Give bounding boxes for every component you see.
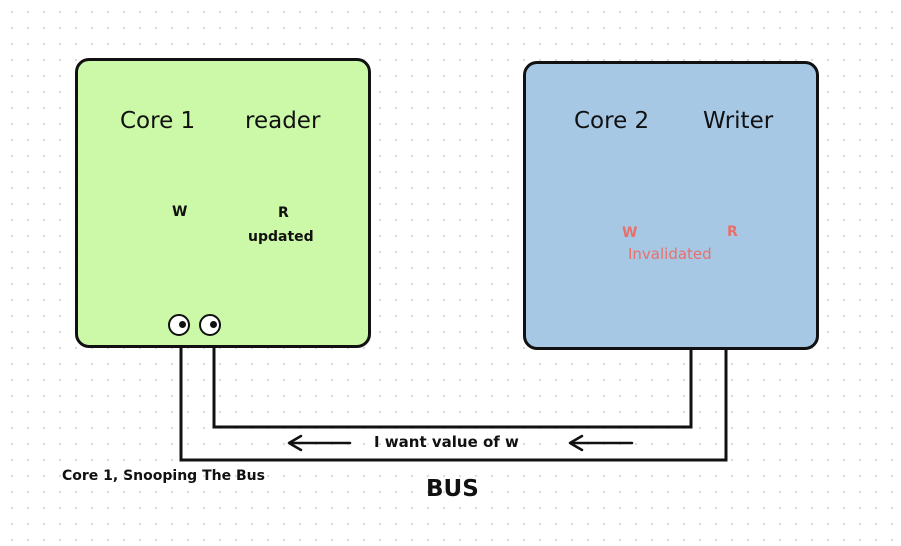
bus-wire-inner — [212, 346, 693, 429]
arrow-left-icon — [287, 434, 352, 452]
bus-wires — [179, 346, 728, 462]
core1-role: reader — [245, 108, 321, 134]
core1-title: Core 1 — [120, 108, 196, 134]
core2-box — [523, 61, 819, 350]
core2-title: Core 2 — [574, 108, 650, 134]
core2-status: Invalidated — [628, 245, 712, 263]
bus-label: BUS — [426, 476, 479, 502]
bus-wire-outer — [179, 346, 728, 462]
snoop-caption: Core 1, Snooping The Bus — [62, 468, 265, 484]
bus-message: I want value of w — [374, 433, 519, 451]
core2-role: Writer — [703, 108, 774, 134]
core1-slot-r: R — [278, 205, 289, 221]
core1-status: updated — [248, 229, 314, 245]
bus-arrows — [287, 434, 634, 452]
core1-slot-w: W — [172, 204, 188, 220]
core2-slot-w: W — [622, 225, 638, 241]
core1-box — [75, 58, 371, 348]
core2-slot-r: R — [727, 224, 738, 240]
eye-icon — [168, 314, 190, 336]
arrow-left-icon — [568, 434, 634, 452]
eye-icon — [199, 314, 221, 336]
